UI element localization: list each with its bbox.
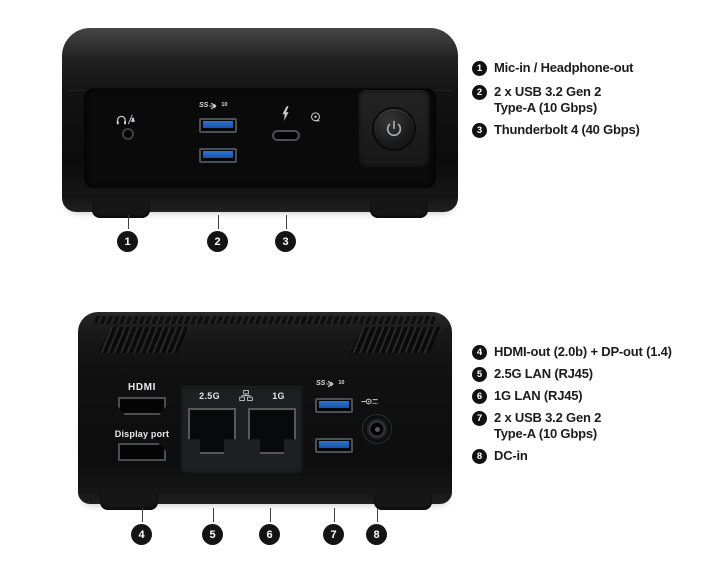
usb-trident-icon <box>209 102 217 110</box>
lan-labels-row: 2.5G 1G <box>180 390 304 401</box>
mini-pc-rear-view: HDMI Display port 2.5G 1G SS 10 <box>78 312 452 510</box>
callout-line-8 <box>377 508 378 522</box>
thunderbolt4-usb-c-port <box>272 130 300 141</box>
callout-number-4: 4 <box>131 524 152 545</box>
usb-ss10-badge: SS 10 <box>316 380 344 388</box>
usb-a-port-front-1 <box>199 118 237 133</box>
legend-item-lan-1g: 6 1G LAN (RJ45) <box>472 388 583 404</box>
legend-number-badge: 3 <box>472 123 487 138</box>
legend-line: 2 x USB 3.2 Gen 2 <box>494 410 602 425</box>
vent-cluster-left <box>98 327 190 353</box>
mini-pc-front-view: SS 10 <box>62 28 458 218</box>
callout-line-6 <box>270 508 271 522</box>
headset-mic-icon <box>116 112 136 130</box>
thunderbolt-icon <box>281 106 290 126</box>
legend-item-thunderbolt: 3 Thunderbolt 4 (40 Gbps) <box>472 122 640 138</box>
legend-number-badge: 8 <box>472 449 487 464</box>
callout-number-2: 2 <box>207 231 228 252</box>
legend-text: Mic-in / Headphone-out <box>494 60 634 76</box>
vent-strip <box>94 316 436 324</box>
callout-line-3 <box>286 215 287 229</box>
hdmi-case-label: HDMI <box>128 382 156 393</box>
lan-port-block: 2.5G 1G <box>180 386 304 474</box>
legend-line: HDMI-out (2.0b) + DP-out (1.4) <box>494 344 672 359</box>
device-top-surface <box>62 28 458 92</box>
legend-text: 2 x USB 3.2 Gen 2 Type-A (10 Gbps) <box>494 410 601 442</box>
callout-number-5: 5 <box>202 524 223 545</box>
legend-item-usb-rear: 7 2 x USB 3.2 Gen 2 Type-A (10 Gbps) <box>472 410 601 442</box>
displayport-case-label: Display port <box>114 429 170 439</box>
legend-line: Mic-in / Headphone-out <box>494 60 634 75</box>
legend-item-lan-2-5g: 5 2.5G LAN (RJ45) <box>472 366 593 382</box>
ss-label: SS <box>199 102 209 109</box>
legend-line: DC-in <box>494 448 528 463</box>
legend-number-badge: 6 <box>472 389 487 404</box>
legend-text: 2.5G LAN (RJ45) <box>494 366 593 382</box>
usb-a-port-rear-2 <box>315 438 353 453</box>
legend-number-badge: 1 <box>472 61 487 76</box>
legend-number-badge: 7 <box>472 411 487 426</box>
legend-text: DC-in <box>494 448 528 464</box>
device-foot <box>100 492 158 510</box>
usb-a-port-rear-1 <box>315 398 353 413</box>
legend-text: HDMI-out (2.0b) + DP-out (1.4) <box>494 344 672 360</box>
power-button <box>374 109 414 149</box>
power-icon <box>386 120 402 137</box>
callout-line-4 <box>142 508 143 522</box>
legend-item-usb-front: 2 2 x USB 3.2 Gen 2 Type-A (10 Gbps) <box>472 84 601 116</box>
legend-number-badge: 5 <box>472 367 487 382</box>
legend-number-badge: 4 <box>472 345 487 360</box>
legend-line: 1G LAN (RJ45) <box>494 388 583 403</box>
callout-number-1: 1 <box>117 231 138 252</box>
lan-1g-label: 1G <box>272 390 285 401</box>
vent-cluster-right <box>350 327 442 353</box>
rj45-port-1g <box>248 408 296 454</box>
legend-number-badge: 2 <box>472 85 487 100</box>
legend-line: 2.5G LAN (RJ45) <box>494 366 593 381</box>
lan-icon <box>239 390 253 401</box>
callout-number-8: 8 <box>366 524 387 545</box>
callout-number-7: 7 <box>323 524 344 545</box>
lan-2-5g-label: 2.5G <box>199 390 220 401</box>
audio-combo-jack-port <box>122 128 134 140</box>
usb-trident-icon <box>326 380 334 388</box>
usb-a-port-front-2 <box>199 148 237 163</box>
callout-number-6: 6 <box>259 524 280 545</box>
legend-line: Type-A (10 Gbps) <box>494 426 597 441</box>
legend-item-dc-in: 8 DC-in <box>472 448 528 464</box>
legend-text: 2 x USB 3.2 Gen 2 Type-A (10 Gbps) <box>494 84 601 116</box>
ss-label: SS <box>316 380 326 387</box>
legend-item-hdmi-dp: 4 HDMI-out (2.0b) + DP-out (1.4) <box>472 344 672 360</box>
hdd-led-icon <box>310 110 321 128</box>
device-foot <box>370 200 428 218</box>
callout-number-3: 3 <box>275 231 296 252</box>
ss-speed-label: 10 <box>221 102 228 108</box>
hdmi-port <box>118 397 166 415</box>
dc-in-icon <box>361 394 378 412</box>
callout-line-7 <box>334 508 335 522</box>
dc-in-jack <box>362 414 392 444</box>
legend-line: Thunderbolt 4 (40 Gbps) <box>494 122 640 137</box>
device-foot <box>92 200 150 218</box>
displayport-port <box>118 443 166 461</box>
callout-line-5 <box>213 508 214 522</box>
callout-line-2 <box>218 215 219 229</box>
legend-text: 1G LAN (RJ45) <box>494 388 583 404</box>
power-button-plate <box>358 90 430 168</box>
legend-line: 2 x USB 3.2 Gen 2 <box>494 84 602 99</box>
rj45-port-2-5g <box>188 408 236 454</box>
usb-ss10-badge: SS 10 <box>199 102 227 110</box>
legend-text: Thunderbolt 4 (40 Gbps) <box>494 122 640 138</box>
callout-line-1 <box>128 215 129 229</box>
legend-line: Type-A (10 Gbps) <box>494 100 597 115</box>
device-foot <box>374 492 432 510</box>
ss-speed-label: 10 <box>338 380 345 386</box>
legend-item-mic-headphone: 1 Mic-in / Headphone-out <box>472 60 634 76</box>
